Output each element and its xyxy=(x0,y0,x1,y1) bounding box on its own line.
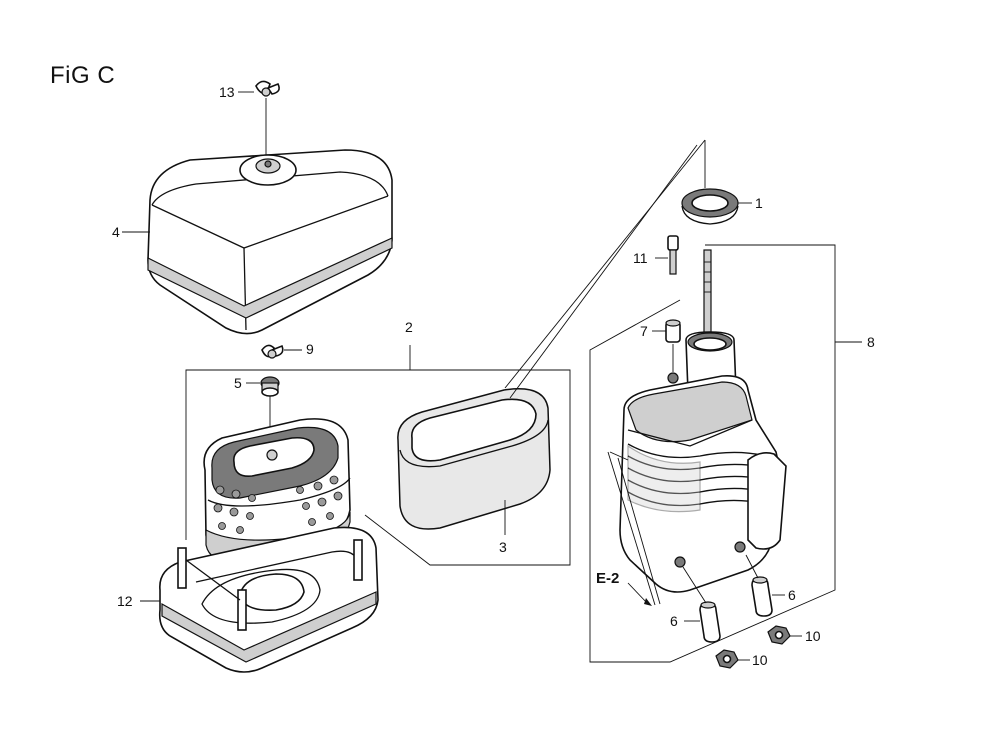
callout-6-right: 6 xyxy=(788,587,796,603)
callout-10-right: 10 xyxy=(805,628,821,644)
figure-title: FiG C xyxy=(50,62,116,89)
elbow-chamber-8 xyxy=(619,331,787,593)
callout-4: 4 xyxy=(112,224,120,240)
bracket-8 xyxy=(589,244,862,663)
collar-6-right xyxy=(751,576,773,617)
callout-3: 3 xyxy=(499,539,507,555)
filter-element xyxy=(203,418,351,563)
leader-foam-to-cap xyxy=(504,139,706,389)
air-cleaner-base-12 xyxy=(158,526,379,673)
callout-8: 8 xyxy=(867,334,875,350)
gasket-1 xyxy=(681,188,739,225)
collar-6-left xyxy=(699,601,721,643)
nut-10-left xyxy=(715,649,739,669)
bolt-11 xyxy=(667,235,679,275)
collar-7 xyxy=(665,319,681,343)
callout-2: 2 xyxy=(405,319,413,335)
callout-5: 5 xyxy=(234,375,242,391)
callout-12: 12 xyxy=(117,593,133,609)
callout-9: 9 xyxy=(306,341,314,357)
wing-nut-13 xyxy=(255,80,280,97)
callout-10-left: 10 xyxy=(752,652,768,668)
seal-nut-5 xyxy=(260,376,280,397)
callout-6-left: 6 xyxy=(670,613,678,629)
callout-11: 11 xyxy=(633,250,648,266)
axis-6a xyxy=(682,566,707,604)
leader-foam-to-cap-2 xyxy=(509,144,698,399)
callout-1: 1 xyxy=(755,195,763,211)
reference-label-e2: E-2 xyxy=(596,570,620,587)
bracket-2 xyxy=(185,345,571,566)
nut-10-right xyxy=(767,625,791,645)
foam-element-3 xyxy=(397,388,551,530)
stud-rod xyxy=(703,249,712,343)
air-cleaner-cover-4 xyxy=(147,149,393,335)
callout-7: 7 xyxy=(640,323,648,339)
e2-reference-lines xyxy=(607,451,661,606)
callout-13: 13 xyxy=(219,84,235,100)
wing-nut-9 xyxy=(261,344,284,359)
axis-6b xyxy=(745,554,759,579)
